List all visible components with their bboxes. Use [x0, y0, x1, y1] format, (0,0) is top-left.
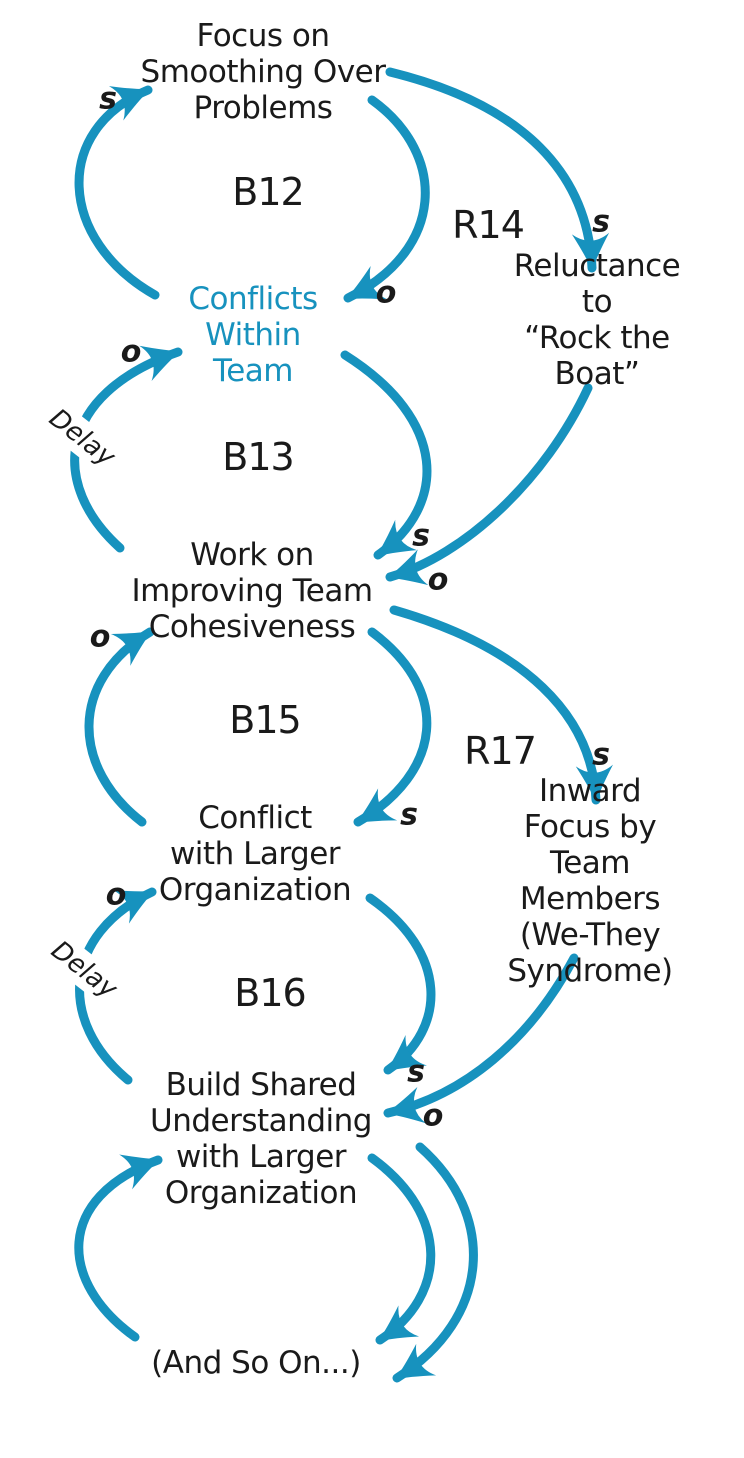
arrow-b12-focus-to-conflicts [343, 95, 430, 303]
arrow-build-to-andsoon-outer [392, 1142, 478, 1383]
arrow-inward-to-build [383, 953, 579, 1124]
arrow-r17-work-to-inward [389, 605, 613, 805]
arrow-b15-conflict-to-work [84, 627, 155, 827]
arrow-conflicts-to-work [340, 350, 432, 560]
arrow-reluctance-to-work [385, 383, 593, 586]
arrow-r14-focus-to-reluctance [385, 67, 610, 273]
arrow-b13-work-to-conflicts [70, 345, 183, 553]
arrow-b16-build-to-conflict [75, 887, 157, 1085]
arrow-b15-work-to-conflict [353, 627, 432, 827]
arrow-andsoon-to-build [74, 1154, 163, 1342]
arrow-build-to-andsoon-inner [367, 1153, 436, 1345]
arrow-conflict-to-build [365, 893, 436, 1075]
arrow-b12-conflicts-to-focus [74, 85, 160, 300]
